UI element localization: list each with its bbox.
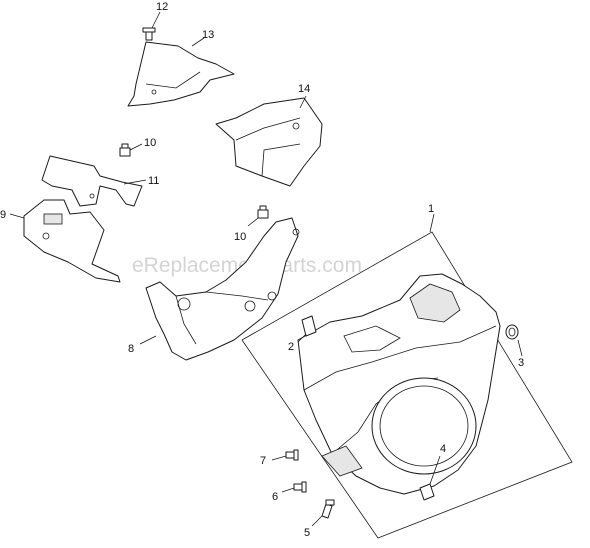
part-14-cylinder-shroud[interactable]	[215, 95, 323, 187]
callout-1: 1	[428, 203, 434, 215]
callout-8: 8	[128, 343, 134, 355]
callout-10-lower: 10	[234, 231, 246, 243]
callout-7: 7	[260, 455, 266, 467]
part-6-screw[interactable]	[281, 481, 307, 493]
callout-13: 13	[202, 29, 214, 41]
callout-10-upper: 10	[144, 137, 156, 149]
part-1-blower-housing[interactable]	[297, 213, 501, 495]
callout-5: 5	[304, 527, 310, 539]
callout-3: 3	[518, 357, 524, 369]
part-12-screw[interactable]	[142, 11, 161, 41]
part-3-grommet[interactable]	[505, 324, 523, 357]
part-9-lower-shroud[interactable]	[9, 199, 121, 283]
callout-14: 14	[298, 83, 310, 95]
part-2-clip[interactable]	[297, 315, 317, 343]
part-4-clip[interactable]	[419, 455, 441, 501]
part-10-screw-upper[interactable]	[119, 143, 143, 157]
callout-12: 12	[156, 1, 168, 13]
callout-9: 9	[0, 209, 6, 221]
part-7-screw[interactable]	[271, 449, 299, 461]
callout-11: 11	[148, 175, 159, 187]
callout-6: 6	[272, 491, 278, 503]
part-11-bracket[interactable]	[41, 155, 147, 207]
part-10-screw-lower[interactable]	[247, 205, 269, 227]
callout-4: 4	[440, 443, 446, 455]
assembly-frame	[241, 231, 573, 539]
part-13-shroud-plate[interactable]	[127, 37, 235, 107]
callout-2: 2	[288, 341, 294, 353]
part-5-stud[interactable]	[311, 499, 335, 527]
part-8-housing-bracket[interactable]	[139, 217, 300, 361]
